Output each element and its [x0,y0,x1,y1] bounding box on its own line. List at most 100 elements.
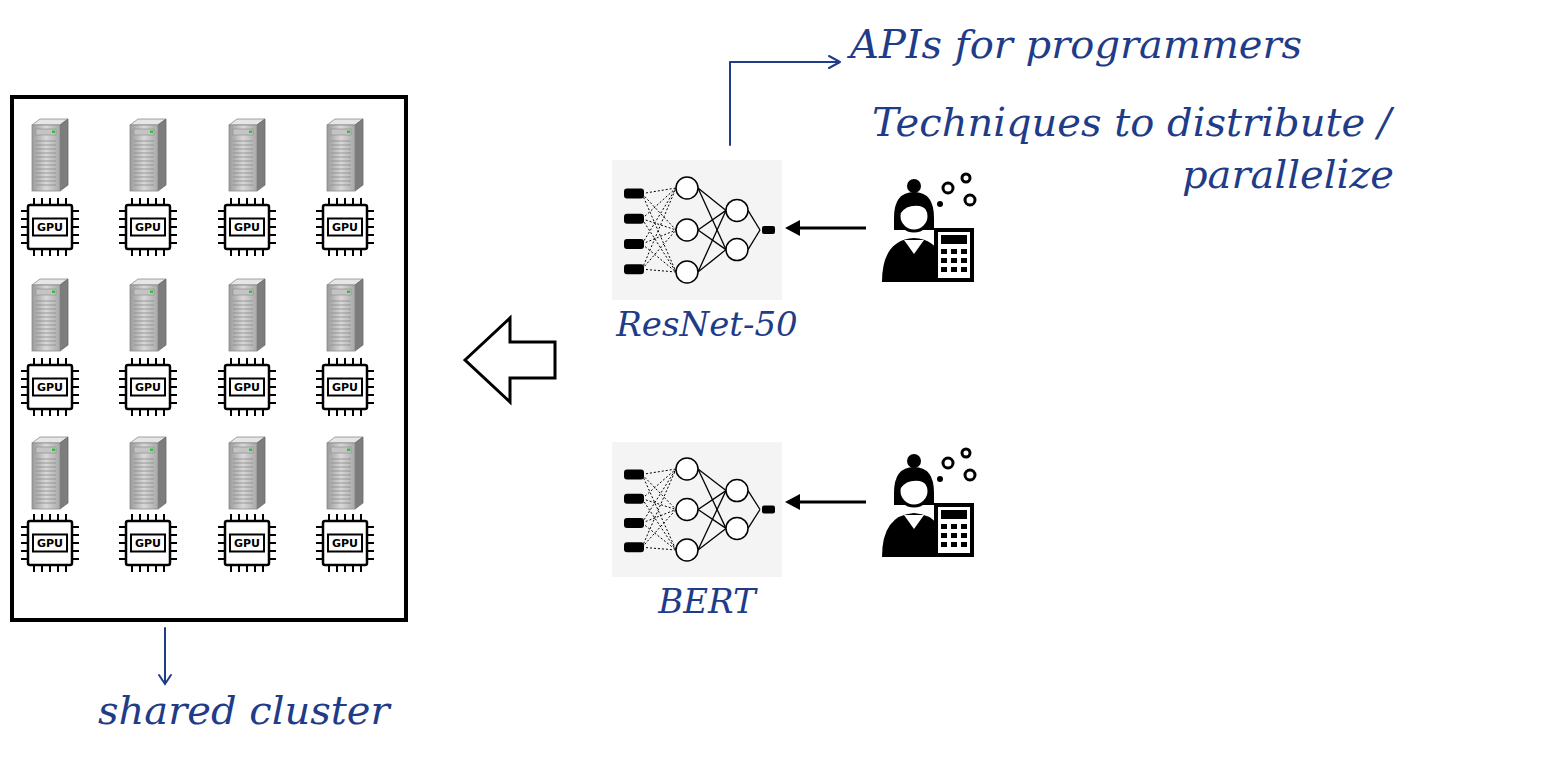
server-icon [32,279,68,351]
drawing-part [642,523,676,550]
server-icon [32,119,68,191]
network-icon [612,442,782,577]
drawing-part [323,205,367,249]
drawing-part [762,506,775,514]
gpu-chip: GPU [315,197,375,257]
person-icon [882,174,975,282]
drawing-part [323,365,367,409]
server-icon [229,119,265,191]
drawing-part [624,239,644,249]
drawing-part [28,521,72,565]
drawing-part [642,469,676,547]
drawing-part [676,499,698,521]
drawing-part [126,205,170,249]
server-icon [229,437,265,509]
drawing-part [225,521,269,565]
chip-label: GPU [234,222,260,233]
drawing-part [642,194,676,230]
server-icon [327,279,363,351]
model-name: ResNet-50 [616,304,797,345]
drawing-part [328,379,362,396]
drawing-part [642,510,676,524]
drawing-part [676,177,698,199]
drawing-part [624,469,644,479]
chip-label: GPU [135,222,161,233]
drawing-part [676,261,698,283]
drawing-part [230,379,264,396]
drawing-part [131,219,165,236]
annotation-arrow [730,56,840,145]
drawing-part [328,535,362,552]
gpu-chip: GPU [20,357,80,417]
drawing-part [225,205,269,249]
chip-label: GPU [37,382,63,393]
drawing-part [28,365,72,409]
drawing-part [726,199,748,221]
annotation-note: APIs for programmers [850,18,1302,70]
cluster-caption: shared cluster [98,686,390,734]
drawing-part [230,535,264,552]
drawing-part [730,62,838,145]
drawing-part [798,227,866,230]
cluster-box: shared clusterGPUGPUGPUGPUGPUGPUGPUGPUGP… [10,95,408,622]
drawing-part [748,510,760,529]
drawing-part [642,219,676,272]
drawing-part [230,219,264,236]
server-icon [130,279,166,351]
annotation-note: Techniques to distribute / parallelize [872,96,1512,200]
drawing-part [225,365,269,409]
server-icons [32,119,363,509]
drawing-part [698,469,726,491]
drawing-part [164,628,166,682]
drawing-part [726,480,748,502]
network-tile: BERT [612,442,782,577]
drawing-part [642,230,676,269]
drawing-part [698,250,726,272]
drawing-part [748,210,760,230]
drawing-part [785,494,800,510]
drawing-part [748,491,760,510]
drawing-part [126,365,170,409]
drawing-part [798,501,866,504]
drawing-part [698,210,726,272]
drawing-part [642,547,676,550]
gpu-chip: GPU [315,357,375,417]
drawing-part [126,521,170,565]
server-icon [327,119,363,191]
drawing-part [131,379,165,396]
chip-label: GPU [234,382,260,393]
drawing-part [323,521,367,565]
drawing-part [624,189,644,199]
server-icon [130,437,166,509]
server-icon [327,437,363,509]
drawing-part [829,56,840,68]
chip-label: GPU [234,538,260,549]
drawing-part [642,469,676,499]
chip-label: GPU [37,222,63,233]
server-icon [130,119,166,191]
drawing-part [642,474,676,550]
gpu-chip: GPU [20,197,80,257]
drawing-part [33,219,67,236]
gpu-chip: GPU [118,513,178,573]
drawing-part [676,539,698,561]
drawing-part [624,518,644,528]
gpu-chip: GPU [118,197,178,257]
drawing-part [131,535,165,552]
person-arrow [785,220,866,510]
drawing-part [642,499,676,510]
drawing-part [762,226,775,234]
drawing-part [642,188,676,194]
drawing-part [624,214,644,224]
chip-label: GPU [135,538,161,549]
drawing-part [698,188,726,210]
leader-arrow [159,628,171,684]
drawing-part [624,542,644,552]
drawing-part [624,177,775,283]
drawing-part [642,269,676,272]
gpu-chip: GPU [118,357,178,417]
drawing-part [726,517,748,539]
drawing-part [624,494,644,504]
drawing-part [624,458,775,561]
